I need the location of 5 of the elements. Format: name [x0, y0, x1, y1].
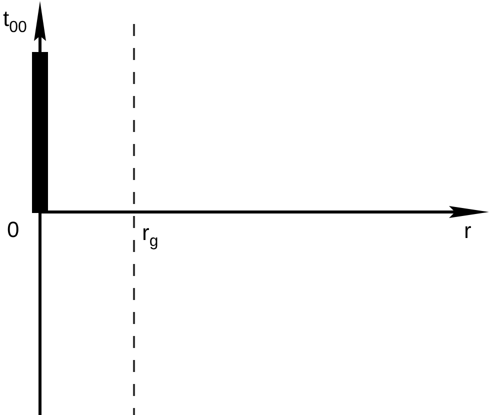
axis-label: t$_{00}$ [3, 8, 27, 36]
bar [32, 52, 48, 213]
marker-label: r$_{g}$ [142, 222, 158, 250]
axis-label: r [464, 220, 472, 242]
origin-label: 0 [7, 219, 20, 241]
